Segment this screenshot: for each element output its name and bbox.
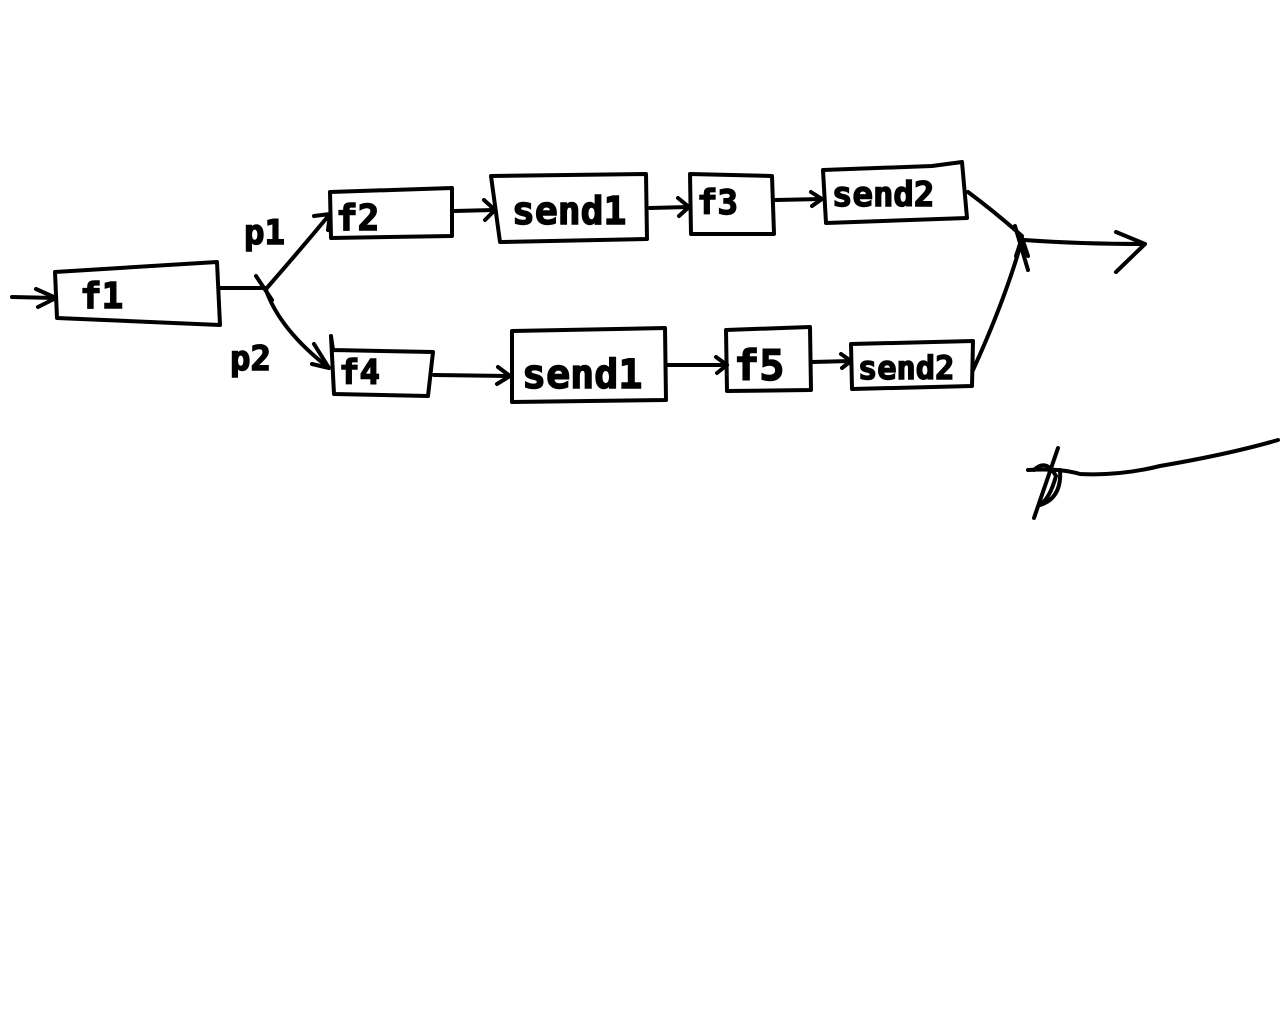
arrow-f2-to-send1 [452,198,497,222]
arrow-f5-to-send2 [810,352,853,370]
connector-send2-bottom-to-join [971,236,1030,372]
edge-label-p1: p1 [244,213,285,253]
connector-send2-top-to-join [966,190,1024,238]
node-f3: f3 [688,172,776,236]
node-f3-label: f3 [697,183,738,223]
node-f5-label: f5 [734,341,785,390]
node-send2-bottom-label: send2 [858,349,954,387]
node-send1-bottom-label: send1 [522,352,642,398]
edge-label-p2: p2 [230,339,271,379]
node-f2-label: f2 [336,198,379,239]
arrow-send1-to-f3 [648,196,691,218]
node-send2-top-label: send2 [832,175,934,215]
node-f1: f1 [53,260,222,327]
arrow-split-to-f4 [264,288,331,370]
node-f2: f2 [328,186,454,240]
arrow-send1-to-f5 [665,355,729,375]
join-marker [1013,224,1030,272]
node-f5: f5 [724,325,813,393]
arrow-input-to-f1 [10,287,58,309]
arrow-f4-to-send1 [432,365,512,386]
node-send1-top-label: send1 [512,189,626,233]
arrow-output [1022,230,1147,274]
node-send2-bottom: send2 [849,339,975,391]
node-send2-top: send2 [821,160,969,225]
arrow-f3-to-send2 [774,190,824,208]
node-send1-top: send1 [489,172,649,244]
connector-f1-to-split [217,274,274,302]
arrow-split-to-f2 [264,212,332,291]
node-f4: f4 [329,334,435,398]
node-send1-bottom: send1 [510,326,668,404]
node-f4-label: f4 [339,353,380,393]
node-f1-label: f1 [80,276,123,317]
stray-scribble [1026,438,1280,520]
